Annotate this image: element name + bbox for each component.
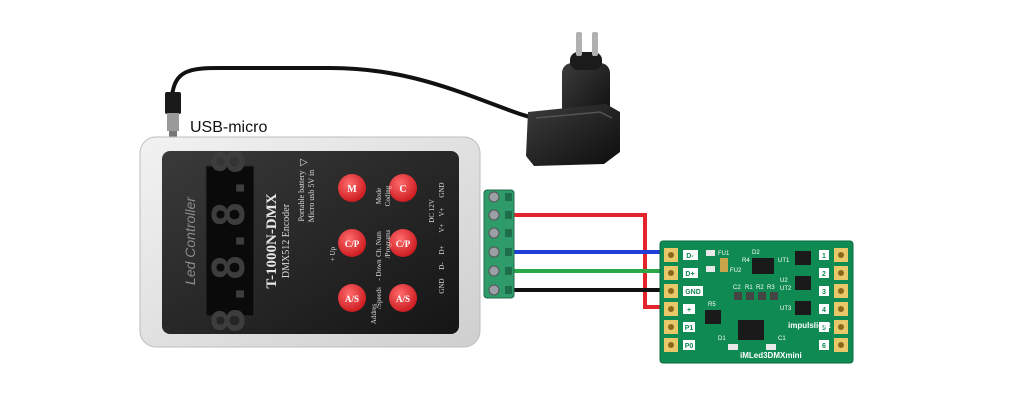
label-dplus: D+ — [438, 245, 446, 254]
label-d2: D2 — [752, 250, 760, 256]
label-r3: R3 — [767, 285, 775, 291]
pin-4: 4 — [822, 307, 826, 314]
label-coding: Coding — [384, 185, 392, 206]
triangle-icon: ▷ — [300, 157, 308, 168]
label-gnd-top: GND — [438, 182, 446, 197]
battery-note-1: Portable battery — [297, 171, 306, 222]
right-pads — [834, 248, 848, 352]
button-m[interactable]: M — [338, 174, 366, 202]
label-d1: D1 — [718, 336, 726, 342]
label-r5: R5 — [708, 302, 716, 308]
label-c1: C1 — [778, 336, 786, 342]
label-ch-num: Ch. Num — [375, 231, 383, 257]
usb-cable — [170, 66, 546, 122]
label-down: - Down — [375, 259, 383, 281]
pin-gnd: GND — [685, 289, 701, 296]
label-c2: C2 — [733, 285, 741, 291]
pin-plus: + — [687, 307, 691, 314]
button-c[interactable]: C — [389, 174, 417, 202]
label-programs: /Programs — [384, 229, 392, 258]
pin-6: 6 — [822, 343, 826, 350]
display-digits: 8.8.8.8 — [204, 148, 255, 333]
pin-3: 3 — [822, 289, 826, 296]
svg-text:C/P: C/P — [345, 239, 360, 249]
label-r1: R1 — [745, 285, 753, 291]
pin-2: 2 — [822, 271, 826, 278]
label-u2: U2 — [780, 278, 788, 284]
label-up: + Up — [329, 246, 337, 261]
controller-brand: Led Controller — [182, 196, 198, 285]
button-cp-down[interactable]: C/P — [389, 229, 417, 257]
controller-subtitle: DMX512 Encoder — [281, 203, 292, 278]
pin-dplus: D+ — [685, 271, 694, 278]
label-dc-12v: DC 12V — [428, 199, 436, 223]
label-ut2: UT2 — [780, 286, 792, 292]
svg-text:A/S: A/S — [396, 294, 410, 304]
label-fu2: FU2 — [730, 268, 742, 274]
terminal-block — [483, 189, 515, 299]
label-gnd-bottom: GND — [438, 278, 446, 293]
svg-text:C: C — [399, 184, 406, 195]
board-name: iMLed3DMXmini — [740, 351, 802, 360]
pin-p1: P1 — [685, 325, 694, 332]
power-adapter — [526, 32, 620, 166]
label-ut3: UT3 — [780, 306, 792, 312]
label-speeds: /Speeds — [375, 287, 383, 309]
pin-dminus: D- — [686, 253, 694, 260]
wire-red — [512, 213, 660, 309]
label-address: Addres — [370, 304, 378, 324]
button-as-address[interactable]: A/S — [338, 284, 366, 312]
dmx-board: D- D+ GND + P1 P0 1 2 3 — [659, 240, 854, 364]
seven-segment-display — [205, 165, 255, 317]
button-as-speeds[interactable]: A/S — [389, 284, 417, 312]
controller-model: T-1000N-DMX — [264, 193, 280, 288]
label-r4: R4 — [742, 258, 750, 264]
usb-micro-connector — [165, 92, 181, 137]
pin-1: 1 — [822, 253, 826, 260]
button-cp-up[interactable]: C/P — [338, 229, 366, 257]
pin-5: 5 — [822, 325, 826, 332]
label-vplus-2: V+ — [438, 223, 446, 232]
svg-text:A/S: A/S — [345, 294, 359, 304]
label-r2: R2 — [756, 285, 764, 291]
left-pads — [664, 248, 678, 352]
wires — [512, 213, 660, 309]
ic-chips — [705, 250, 811, 350]
svg-text:C/P: C/P — [396, 239, 411, 249]
label-vplus-1: V+ — [438, 207, 446, 216]
label-dminus: D- — [438, 262, 446, 270]
battery-note-2: Micro usb 5V in — [307, 170, 316, 223]
label-ut1: UT1 — [778, 258, 790, 264]
board-brand: impulslight — [788, 321, 831, 330]
svg-text:M: M — [347, 184, 357, 195]
pin-p0: P0 — [685, 343, 694, 350]
label-fu1: FU1 — [718, 251, 730, 257]
label-mode: Mode — [375, 188, 383, 204]
usb-micro-label: USB-micro — [190, 119, 267, 136]
led-controller: 8.8.8.8 Led Controller T-1000N-DMX DMX51… — [139, 136, 481, 348]
